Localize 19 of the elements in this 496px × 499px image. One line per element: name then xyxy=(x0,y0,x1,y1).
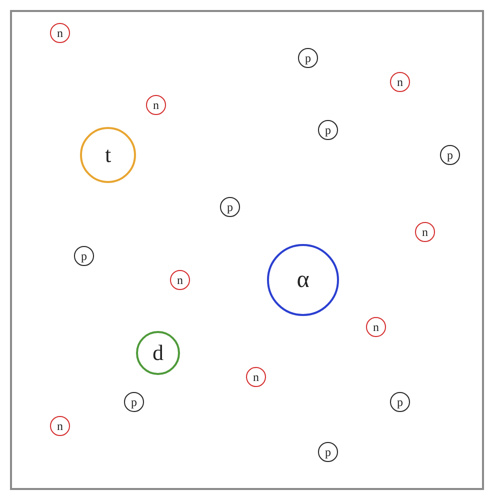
particle-circle: p xyxy=(220,197,240,217)
particle-circle: n xyxy=(146,95,166,115)
particle-circle: p xyxy=(124,392,144,412)
particle-circle: n xyxy=(170,270,190,290)
particle-circle: p xyxy=(390,392,410,412)
particle-circle: p xyxy=(74,246,94,266)
particle-circle: p xyxy=(318,120,338,140)
particle-circle: t xyxy=(80,127,136,183)
particle-circle: d xyxy=(136,331,180,375)
particle-circle: n xyxy=(246,367,266,387)
particle-circle: α xyxy=(267,244,339,316)
particle-circle: n xyxy=(50,23,70,43)
particle-circle: n xyxy=(366,317,386,337)
particle-circle: p xyxy=(298,48,318,68)
particle-circle: p xyxy=(440,145,460,165)
particle-circle: n xyxy=(50,416,70,436)
particle-circle: n xyxy=(390,72,410,92)
particle-circle: p xyxy=(318,442,338,462)
particle-circle: n xyxy=(415,222,435,242)
